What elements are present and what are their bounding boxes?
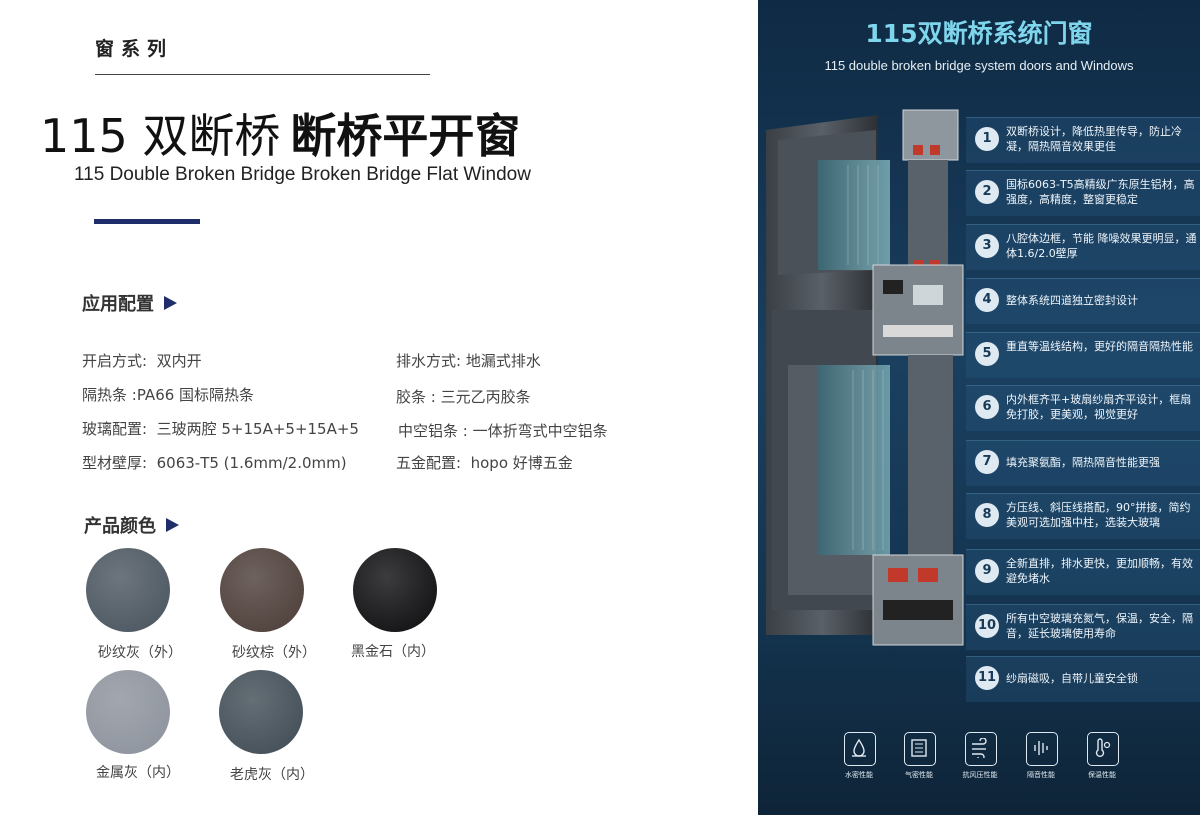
title-model: 115 双断桥: [40, 109, 281, 163]
feature-text: 所有中空玻璃充氮气，保温，安全，隔音，延长玻璃使用寿命: [1006, 612, 1193, 640]
series-label: 窗系列: [95, 38, 174, 60]
config-label: 型材壁厚:: [82, 454, 148, 472]
config-heading-text: 应用配置: [82, 294, 154, 315]
divider: [95, 74, 430, 75]
feature-item: 9 全新直排，排水更快，更加顺畅，有效避免堵水: [966, 549, 1200, 595]
feature-item: 10 所有中空玻璃充氮气，保温，安全，隔音，延长玻璃使用寿命: [966, 604, 1200, 650]
swatch-label: 砂纹棕（外）: [232, 645, 316, 661]
config-label: 开启方式:: [82, 352, 148, 370]
config-item: 玻璃配置: 三玻两腔 5+15A+5+15A+5: [82, 418, 359, 439]
color-swatch: [86, 670, 170, 754]
left-panel: 窗系列 115 双断桥断桥平开窗 115 Double Broken Bridg…: [40, 38, 608, 783]
config-value: hopo 好博五金: [470, 454, 573, 472]
color-swatch: [220, 548, 304, 632]
feature-text: 纱扇磁吸，自带儿童安全锁: [1006, 672, 1138, 685]
system-subtitle: 115 double broken bridge system doors an…: [824, 58, 1134, 73]
feature-number: 7: [975, 450, 999, 474]
config-label: 隔热条: [82, 386, 128, 404]
feature-text: 内外框齐平+玻扇纱扇齐平设计，框扇免打胶，更美观，视觉更好: [1006, 393, 1192, 421]
feature-number: 6: [975, 395, 999, 419]
feature-number: 11: [975, 666, 999, 690]
config-item: 排水方式: 地漏式排水: [396, 350, 541, 371]
right-panel: 115双断桥系统门窗 115 double broken bridge syst…: [758, 0, 1200, 815]
config-item: 中空铝条 : 一体折弯式中空铝条: [398, 420, 608, 441]
config-label: 排水方式: [396, 352, 457, 370]
config-label: 中空铝条: [398, 422, 459, 440]
icon-label: 保温性能: [1088, 771, 1116, 779]
color-swatch: [219, 670, 303, 754]
feature-number: 9: [975, 559, 999, 583]
swatch-label: 老虎灰（内）: [230, 767, 314, 783]
feature-text: 全新直排，排水更快，更加顺畅，有效避免堵水: [1006, 557, 1193, 585]
feature-number: 2: [975, 180, 999, 204]
config-item: 型材壁厚: 6063-T5 (1.6mm/2.0mm): [82, 452, 347, 473]
feature-item: 7 填充聚氨酯，隔热隔音性能更强: [966, 440, 1200, 486]
config-value: : 一体折弯式中空铝条: [462, 422, 608, 440]
config-item: 开启方式: 双内开: [82, 350, 202, 371]
config-item: 五金配置: hopo 好博五金: [396, 452, 573, 473]
feature-number: 10: [975, 614, 999, 638]
config-item: 胶条 : 三元乙丙胶条: [396, 386, 531, 407]
feature-number: 5: [975, 342, 999, 366]
feature-item: 4 整体系统四道独立密封设计: [966, 278, 1200, 324]
feature-text: 双断桥设计，降低热里传导，防止冷凝，隔热隔音效果更佳: [1006, 125, 1182, 153]
config-label: 五金配置:: [396, 454, 462, 472]
feature-number: 1: [975, 127, 999, 151]
config-value: :PA66 国标隔热条: [131, 386, 255, 404]
config-label: 胶条: [396, 388, 427, 406]
color-swatch: [86, 548, 170, 632]
config-value: : 地漏式排水: [456, 352, 541, 370]
config-value: : 三元乙丙胶条: [430, 388, 531, 406]
sound-icon: [1026, 732, 1058, 766]
swatch-label: 金属灰（内）: [96, 765, 180, 781]
feature-item: 5 重直等温线结构，更好的隔音隔热性能: [966, 332, 1200, 378]
icon-label: 抗风压性能: [962, 771, 998, 779]
system-title: 115双断桥系统门窗: [865, 19, 1093, 48]
config-item: 隔热条 :PA66 国标隔热条: [82, 384, 254, 405]
feature-item: 2 国标6063-T5高精级广东原生铝材，高强度，高精度，整窗更稳定: [966, 170, 1200, 216]
config-label: 玻璃配置:: [82, 420, 148, 438]
feature-number: 4: [975, 288, 999, 312]
accent-bar: [94, 219, 200, 224]
feature-text: 整体系统四道独立密封设计: [1006, 294, 1138, 307]
page-subtitle: 115 Double Broken Bridge Broken Bridge F…: [74, 164, 531, 185]
arrow-right-icon: [164, 296, 177, 310]
icon-label: 气密性能: [905, 771, 933, 779]
feature-number: 3: [975, 234, 999, 258]
swatch-label: 砂纹灰（外）: [98, 645, 182, 661]
color-swatch: [353, 548, 437, 632]
arrow-right-icon: [166, 518, 179, 532]
feature-item: 3 八腔体边框，节能 降噪效果更明显，通体1.6/2.0壁厚: [966, 224, 1200, 270]
feature-text: 方压线、斜压线搭配，90°拼接，简约美观可选加强中柱，选装大玻璃: [1006, 501, 1191, 529]
air-tight-icon: [904, 732, 936, 766]
title-product: 断桥平开窗: [290, 109, 521, 163]
config-value: 6063-T5 (1.6mm/2.0mm): [156, 454, 347, 472]
water-drop-icon: [844, 732, 876, 766]
config-value: 三玻两腔 5+15A+5+15A+5: [156, 420, 359, 438]
window-profile-illustration: [766, 109, 964, 646]
feature-item: 11 纱扇磁吸，自带儿童安全锁: [966, 656, 1200, 702]
page-title: 115 双断桥断桥平开窗: [40, 100, 520, 166]
feature-number: 8: [975, 503, 999, 527]
feature-item: 6 内外框齐平+玻扇纱扇齐平设计，框扇免打胶，更美观，视觉更好: [966, 385, 1200, 431]
colors-heading: 产品颜色: [84, 512, 179, 538]
colors-heading-text: 产品颜色: [84, 516, 156, 537]
icon-label: 水密性能: [845, 771, 873, 779]
feature-item: 1 双断桥设计，降低热里传导，防止冷凝，隔热隔音效果更佳: [966, 117, 1200, 163]
feature-text: 国标6063-T5高精级广东原生铝材，高强度，高精度，整窗更稳定: [1006, 178, 1195, 206]
feature-text: 填充聚氨酯，隔热隔音性能更强: [1006, 456, 1160, 469]
config-heading: 应用配置: [82, 290, 177, 316]
swatch-label: 黑金石（内）: [351, 644, 435, 660]
feature-item: 8 方压线、斜压线搭配，90°拼接，简约美观可选加强中柱，选装大玻璃: [966, 493, 1200, 539]
thermometer-icon: [1087, 732, 1119, 766]
feature-text: 八腔体边框，节能 降噪效果更明显，通体1.6/2.0壁厚: [1006, 232, 1197, 260]
wind-pressure-icon: [965, 732, 997, 766]
icon-label: 隔音性能: [1027, 771, 1055, 779]
config-value: 双内开: [156, 352, 202, 370]
feature-text: 重直等温线结构，更好的隔音隔热性能: [1006, 340, 1193, 353]
